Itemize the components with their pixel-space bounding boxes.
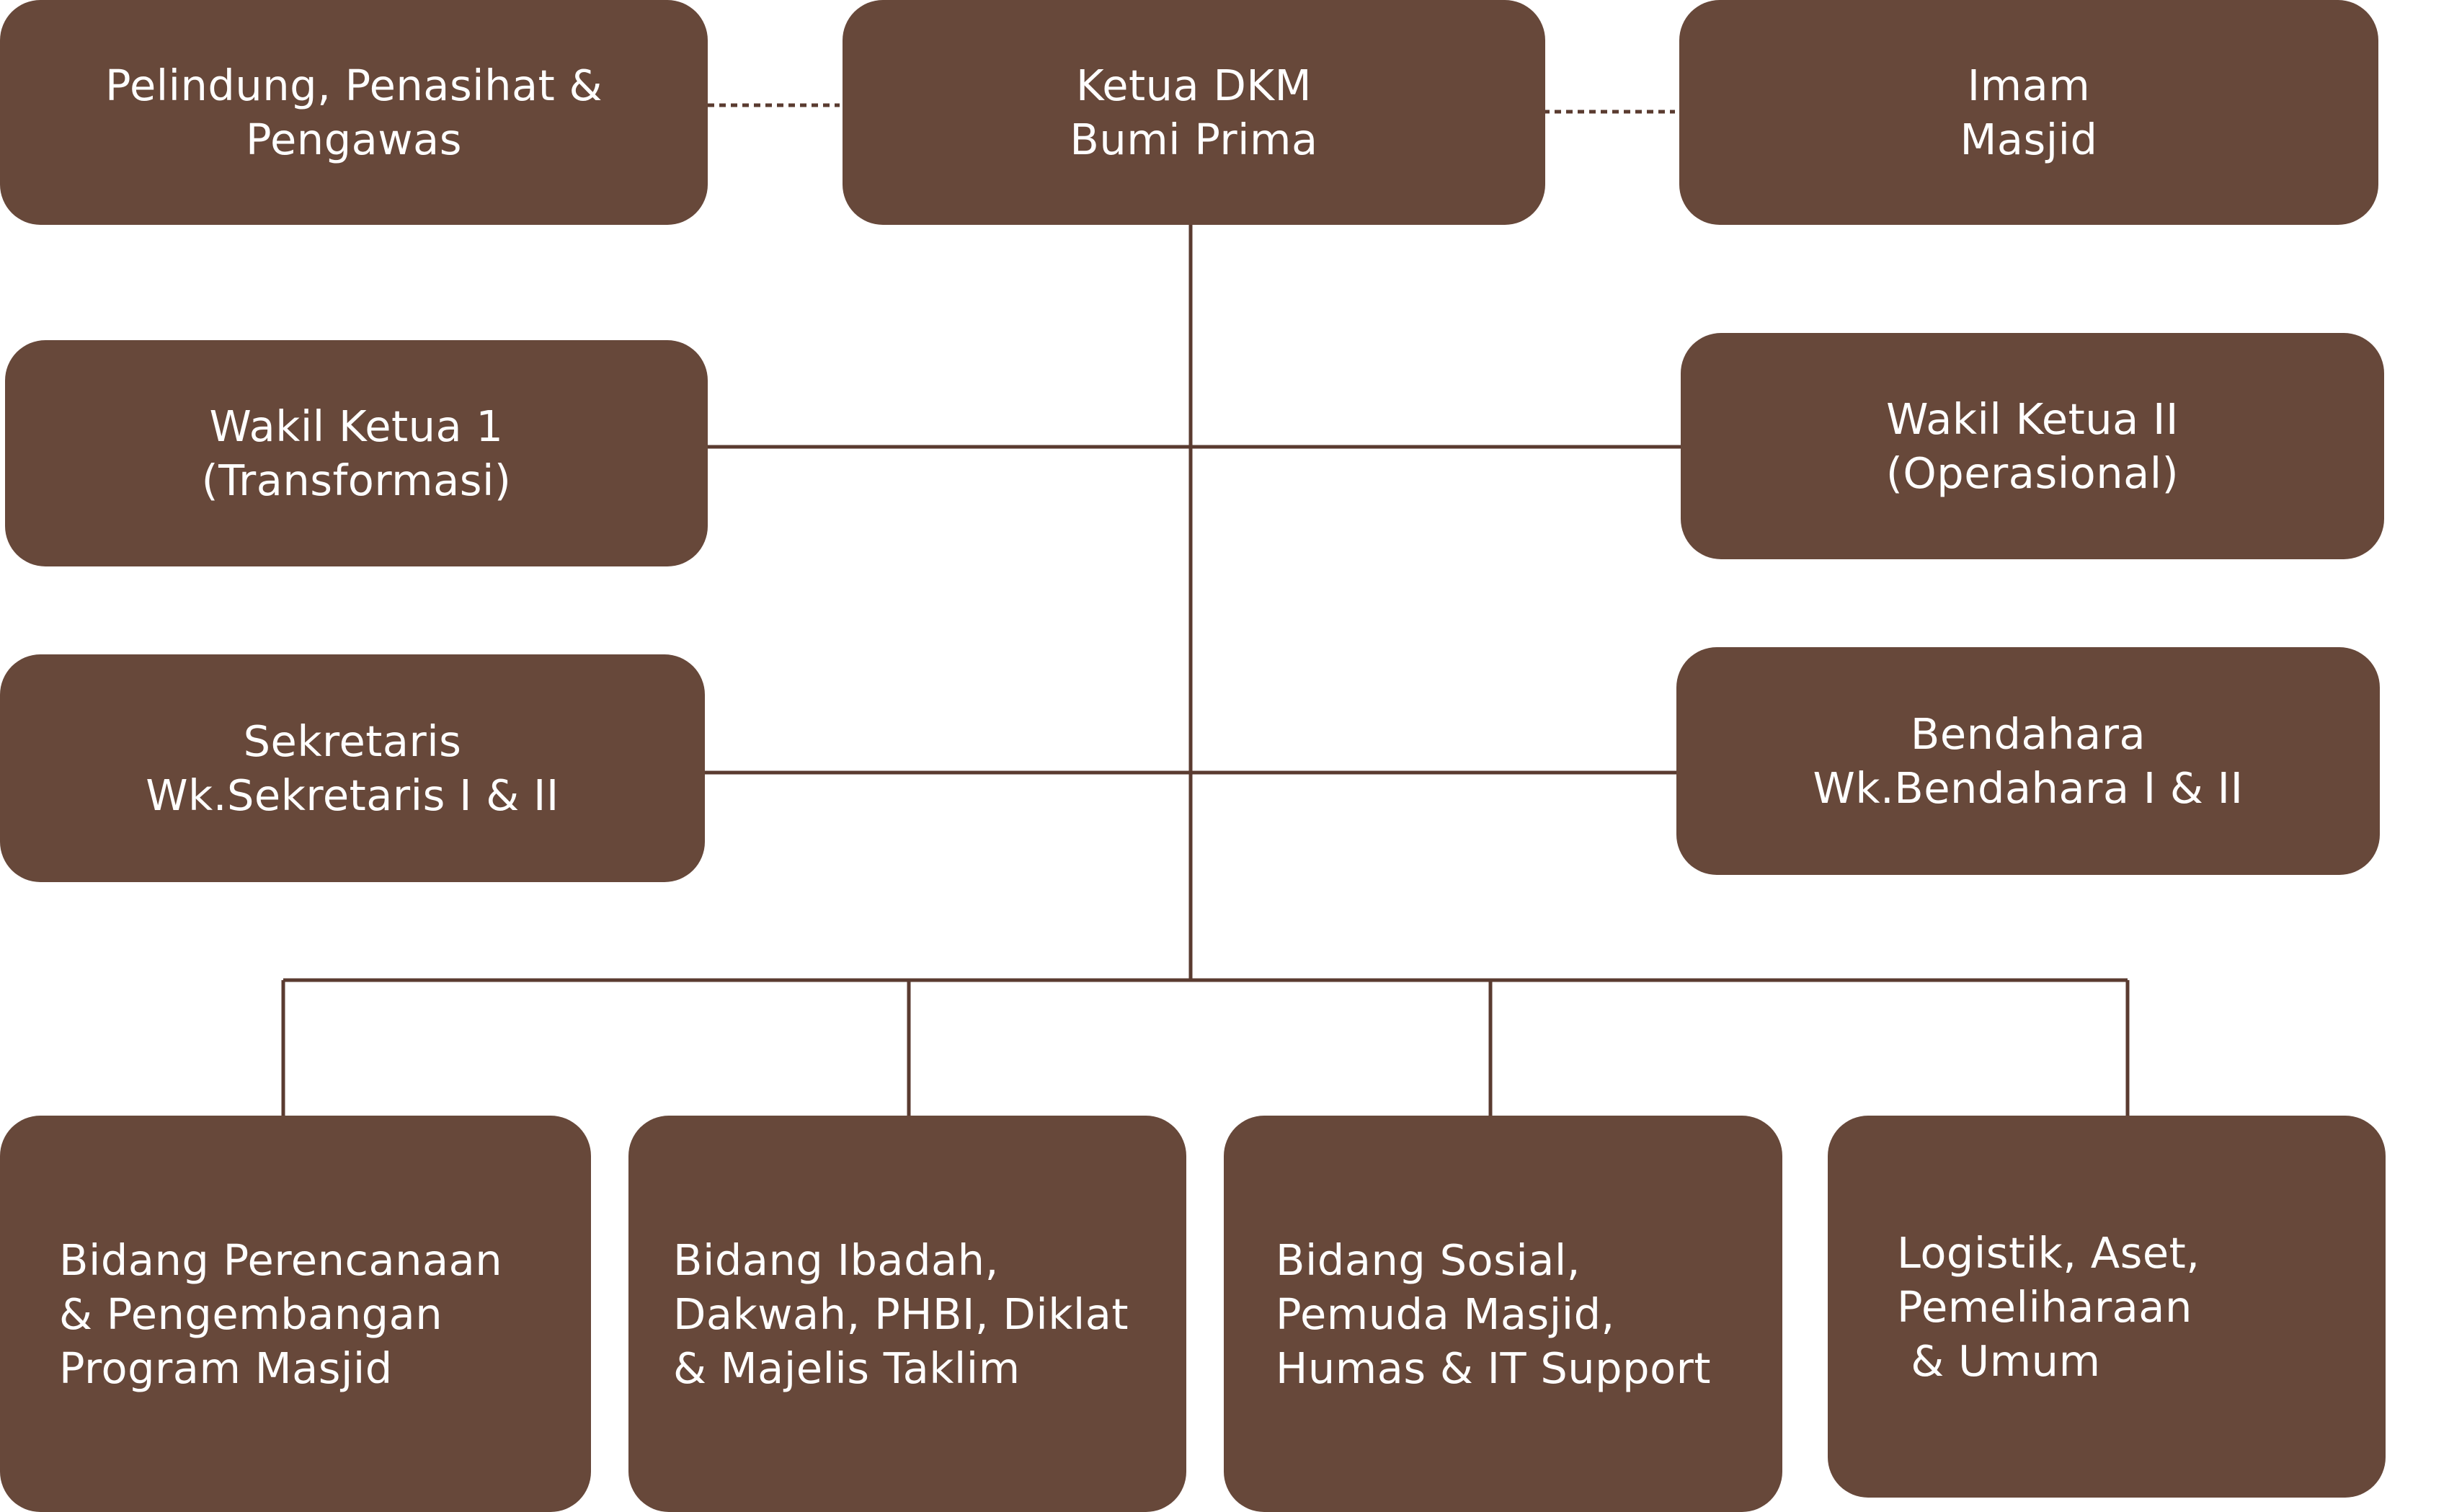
node-label-line: Dakwah, PHBI, Diklat [673, 1289, 1129, 1339]
node-label-line: Ketua DKM [1075, 61, 1312, 110]
node-label-line: Program Masjid [59, 1343, 393, 1393]
node-bidang-ibadah: Bidang Ibadah, Dakwah, PHBI, Diklat & Ma… [628, 1116, 1186, 1512]
node-label-line: Wk.Sekretaris I & II [146, 770, 559, 820]
node-label-line: Pemeliharaan [1897, 1281, 2192, 1332]
node-label-line: Bidang Sosial, [1276, 1235, 1581, 1285]
node-label-line: & Pengembangan [59, 1289, 443, 1339]
node-label-line: & Majelis Taklim [673, 1343, 1021, 1393]
node-bendahara: Bendahara Wk.Bendahara I & II [1676, 647, 2380, 875]
node-ketua-dkm: Ketua DKM Bumi Prima [843, 0, 1545, 225]
node-sekretaris: Sekretaris Wk.Sekretaris I & II [0, 654, 705, 882]
node-wakil-ketua-1: Wakil Ketua 1 (Transformasi) [5, 340, 708, 566]
node-label-line: Wakil Ketua II [1886, 394, 2179, 444]
node-label-line: Masjid [1960, 115, 2098, 164]
node-label-line: Sekretaris [243, 716, 462, 766]
node-label-line: (Transformasi) [201, 455, 512, 505]
node-bidang-sosial: Bidang Sosial, Pemuda Masjid, Humas & IT… [1224, 1116, 1782, 1512]
node-imam-masjid: Imam Masjid [1679, 0, 2378, 225]
node-label-line: Pengawas [246, 115, 462, 164]
node-logistik-aset: Logistik, Aset, Pemeliharaan & Umum [1828, 1116, 2386, 1498]
node-pelindung-penasihat-pengawas: Pelindung, Penasihat & Pengawas [0, 0, 708, 225]
node-bidang-perencanaan: Bidang Perencanaan & Pengembangan Progra… [0, 1116, 591, 1512]
node-label-line: Wakil Ketua 1 [209, 401, 504, 451]
node-label-line: Humas & IT Support [1276, 1343, 1712, 1393]
node-label-line: Bendahara [1910, 709, 2146, 759]
node-label-line: Pemuda Masjid, [1276, 1289, 1615, 1339]
node-label-line: Logistik, Aset, [1897, 1227, 2200, 1278]
node-label-line: Pelindung, Penasihat & [105, 61, 603, 110]
node-label-line: Bumi Prima [1070, 115, 1318, 164]
node-label-line: Wk.Bendahara I & II [1813, 763, 2244, 813]
node-label-line: & Umum [1897, 1335, 2101, 1386]
node-label-line: Bidang Ibadah, [673, 1235, 999, 1285]
node-label-line: Bidang Perencanaan [59, 1235, 503, 1285]
node-label-line: (Operasional) [1885, 448, 2179, 498]
node-label-line: Imam [1967, 61, 2091, 110]
node-wakil-ketua-2: Wakil Ketua II (Operasional) [1681, 333, 2384, 559]
